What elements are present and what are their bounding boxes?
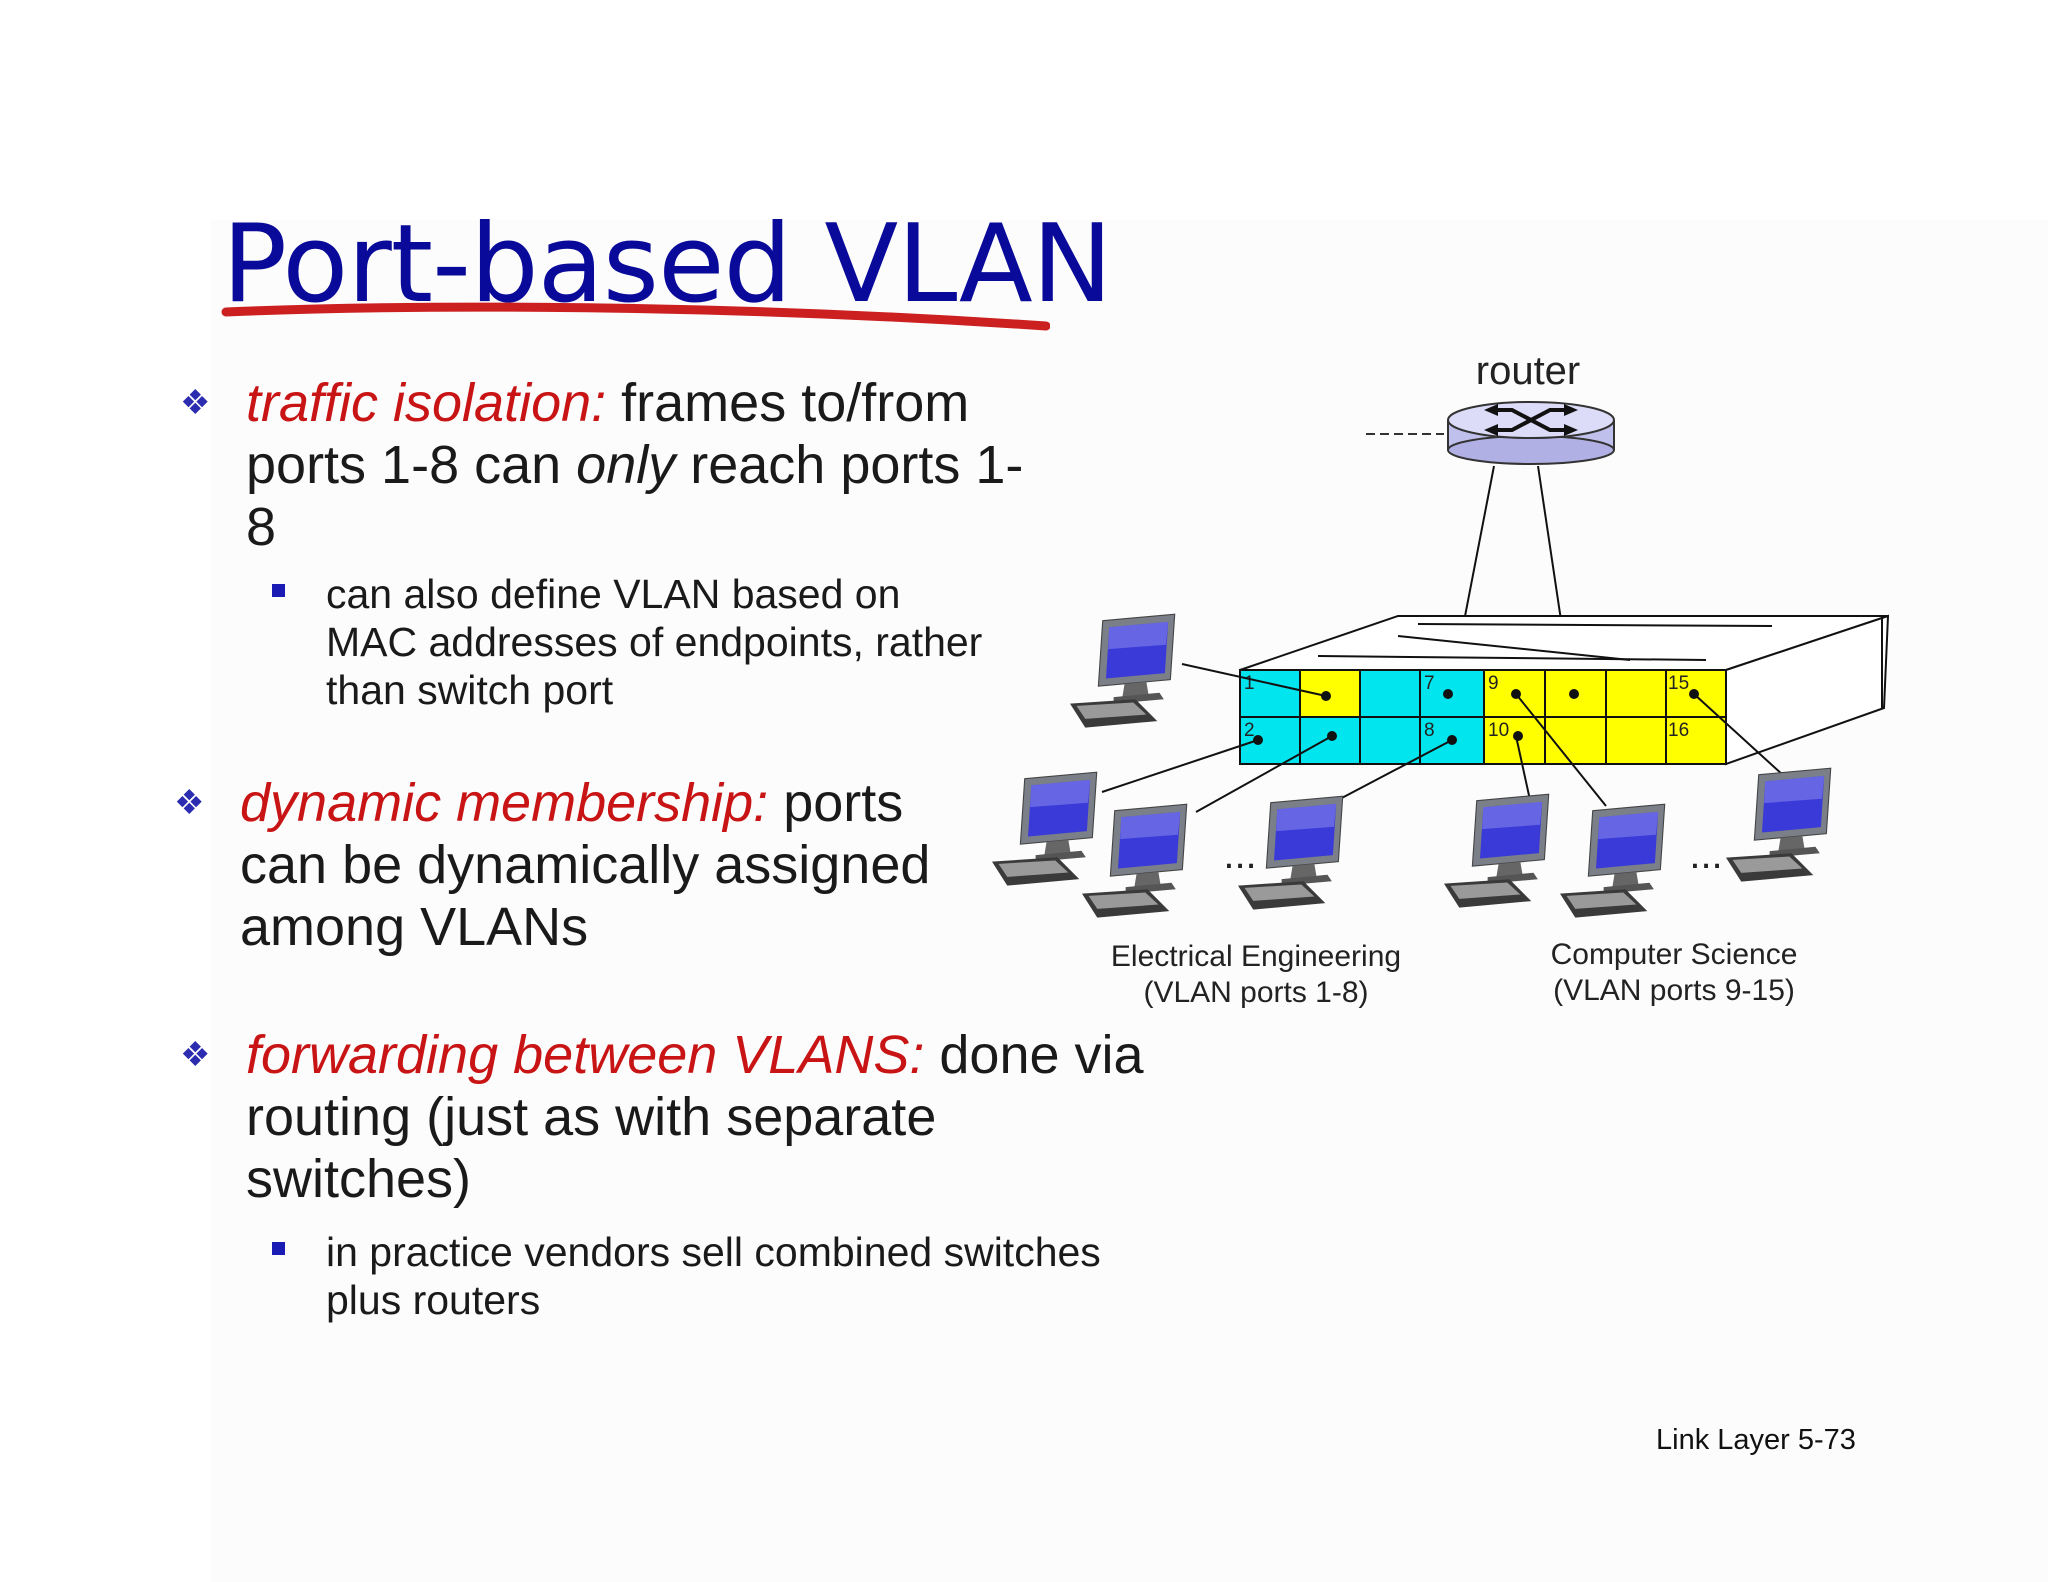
port-number: 15 — [1668, 673, 1689, 694]
computer-icon — [1070, 613, 1176, 729]
port-number: 16 — [1668, 720, 1689, 741]
bullet-text: frames to/from ports 1-8 can — [246, 373, 970, 495]
computer-icon — [1082, 803, 1188, 919]
ee-group-ports: (VLAN ports 1-8) — [1143, 976, 1368, 1009]
bullet-text: ports can be dynamically assigned among … — [240, 773, 931, 957]
port-dots — [1253, 689, 1699, 745]
port-number: 2 — [1244, 720, 1255, 741]
computer-icon — [992, 771, 1098, 887]
computer-icon — [1444, 793, 1550, 909]
bullet-italic: only — [576, 435, 676, 495]
cs-group-label: Computer Science — [1551, 938, 1798, 971]
port-number: 7 — [1424, 673, 1435, 694]
bullet-marker-icon: ❖ — [180, 384, 211, 422]
bullet-emphasis: dynamic membership: — [240, 773, 769, 833]
slide-footer: Link Layer 5-73 — [1656, 1424, 1856, 1456]
sub-bullet-text: in practice vendors sell combined switch… — [326, 1229, 1101, 1323]
bullet-traffic-isolation: ❖ traffic isolation: frames to/from port… — [180, 372, 1046, 558]
title-underline — [221, 302, 1050, 331]
computer-icon — [1726, 767, 1832, 883]
square-bullet-icon — [272, 584, 285, 597]
bullet-dynamic-membership: ❖ dynamic membership: ports can be dynam… — [174, 772, 980, 958]
bullet-text: reach ports 1-8 — [246, 435, 1024, 557]
bullet-emphasis: traffic isolation: — [246, 373, 607, 433]
sub-bullet-vendors: in practice vendors sell combined switch… — [272, 1228, 1126, 1324]
bullet-text: done via routing (just as with separate … — [246, 1025, 1144, 1209]
port-number: 9 — [1488, 673, 1499, 694]
port-number: 1 — [1244, 673, 1255, 694]
bullet-forwarding: ❖ forwarding between VLANS: done via rou… — [180, 1024, 1146, 1210]
ellipsis: ... — [1689, 833, 1722, 877]
square-bullet-icon — [272, 1242, 285, 1255]
cs-group-ports: (VLAN ports 9-15) — [1553, 974, 1795, 1007]
port-number: 10 — [1488, 720, 1509, 741]
cables — [1101, 663, 1785, 813]
port-number: 8 — [1424, 720, 1435, 741]
bullet-marker-icon: ❖ — [180, 1036, 211, 1074]
bullet-marker-icon: ❖ — [174, 784, 205, 822]
computer-icon — [1560, 803, 1666, 919]
ee-group-label: Electrical Engineering — [1111, 940, 1401, 973]
switch — [1239, 614, 1890, 766]
bullet-emphasis: forwarding between VLANS: — [246, 1025, 925, 1085]
sub-bullet-mac-vlan: can also define VLAN based on MAC addres… — [272, 570, 986, 714]
router-label: router — [1476, 349, 1581, 393]
ellipsis: ... — [1223, 833, 1256, 877]
router — [1366, 401, 1615, 465]
sub-bullet-text: can also define VLAN based on MAC addres… — [326, 571, 983, 713]
